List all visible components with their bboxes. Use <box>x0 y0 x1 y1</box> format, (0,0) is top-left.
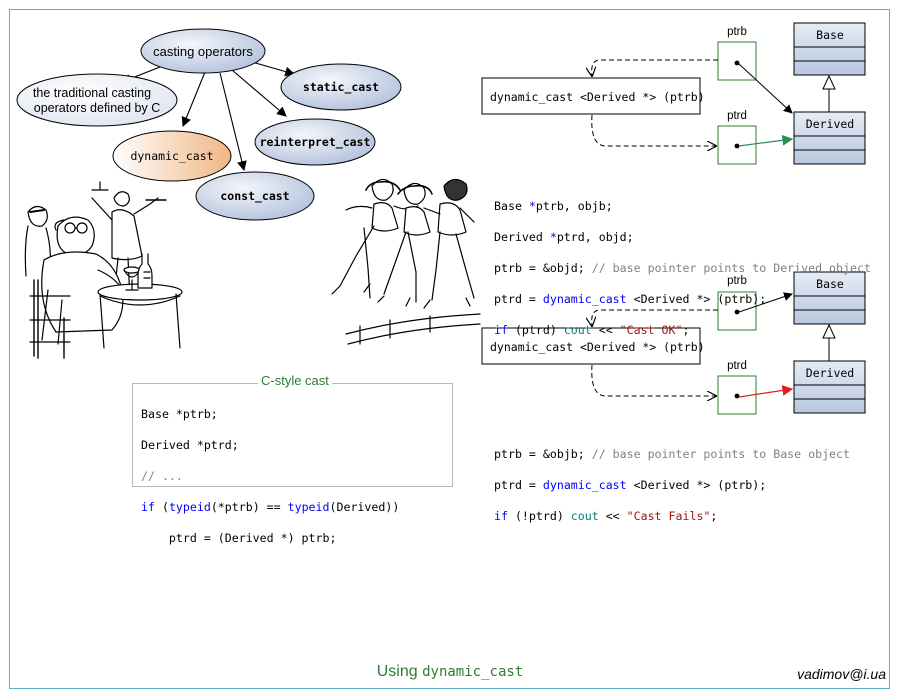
edge-to-reinterpret-cast <box>231 69 287 117</box>
bottom-ptrd-label: ptrd <box>727 360 747 372</box>
node-reinterpret-cast <box>254 118 376 166</box>
bottom-ptrb-label: ptrb <box>727 275 747 287</box>
top-ptrb-arrow <box>738 63 793 114</box>
bottom-base-label: Base <box>816 277 844 291</box>
cstyle-code-line-4: if (typeid(*ptrb) == typeid(Derived)) <box>141 500 400 515</box>
top-cast-box-label: dynamic_cast <Derived *> (ptrb) <box>490 90 705 104</box>
node-casting-operators <box>140 28 266 74</box>
bottom-cast-box <box>481 327 701 365</box>
node-static-cast <box>280 63 402 111</box>
diner-illustration <box>24 181 183 359</box>
page-caption: Using dynamic_cast <box>376 663 524 680</box>
cstyle-code-line-3: // ... <box>141 468 183 483</box>
bottom-code-line-1: ptrb = &objb; // base pointer points to … <box>494 446 850 461</box>
top-ptrd-dot <box>734 143 740 149</box>
top-code-line-5: if (ptrd) cout << "Cast OK"; <box>494 323 690 338</box>
node-reinterpret-cast-label: reinterpret_cast <box>260 135 371 150</box>
bottom-code-line-3: if (!ptrd) cout << "Cast Fails"; <box>494 508 718 523</box>
top-base-label: Base <box>816 28 844 42</box>
bottom-derived-label: Derived <box>806 366 854 380</box>
top-cast-box <box>481 77 701 115</box>
bottom-ptrd-dot <box>734 393 740 399</box>
cstyle-code-line-1: Base *ptrb; <box>141 406 218 421</box>
bottom-inheritance-arrow <box>822 323 836 339</box>
top-uml-diagram: dynamic_cast <Derived *> (ptrb) ptrb ptr… <box>481 22 866 165</box>
bottom-ptrd-arrow-fail <box>738 385 794 398</box>
bottom-code-block: ptrb = &objb; // base pointer points to … <box>494 431 850 540</box>
bottom-ptrb-dot <box>734 309 740 315</box>
bottom-cast-box-label: dynamic_cast <Derived *> (ptrb) <box>490 340 705 354</box>
top-dashed-to-ptrd <box>591 114 716 146</box>
mindmap: casting operators the traditional castin… <box>16 28 402 221</box>
bottom-base-class <box>793 271 866 325</box>
top-code-line-3: ptrb = &objd; // base pointer points to … <box>494 260 871 275</box>
top-code-block: Base *ptrb, objb; Derived *ptrd, objd; p… <box>494 183 871 355</box>
cstyle-code-line-2: Derived *ptrd; <box>141 437 239 452</box>
top-code-line-1: Base *ptrb, objb; <box>494 198 613 213</box>
dancers-illustration <box>331 178 481 345</box>
node-dynamic-cast <box>112 130 232 182</box>
cstyle-title: C-style cast <box>258 373 332 388</box>
edge-to-const-cast <box>219 72 247 172</box>
bottom-uml-diagram: dynamic_cast <Derived *> (ptrb) ptrb ptr… <box>481 271 866 415</box>
bottom-dashed-to-ptrd <box>591 364 716 396</box>
top-code-line-4: ptrd = dynamic_cast <Derived *> (ptrb); <box>494 292 767 307</box>
node-traditional-line1: the traditional casting <box>33 86 151 100</box>
cstyle-code-block: Base *ptrb; Derived *ptrd; // ... if (ty… <box>141 391 399 563</box>
page-frame <box>9 9 890 689</box>
top-base-class <box>793 22 866 76</box>
node-const-cast <box>195 171 315 221</box>
top-derived-label: Derived <box>806 117 854 131</box>
edge-to-dynamic-cast <box>181 71 206 128</box>
top-ptrd-label: ptrd <box>727 110 747 122</box>
cstyle-code-line-5: ptrd = (Derived *) ptrb; <box>141 531 337 546</box>
node-static-cast-label: static_cast <box>303 80 379 95</box>
top-ptrb-dot <box>734 60 740 66</box>
top-dashed-from-ptrb <box>592 59 718 76</box>
edge-to-static-cast <box>251 61 296 77</box>
top-inheritance-arrow <box>822 74 836 90</box>
node-traditional <box>16 73 178 127</box>
node-dynamic-cast-label: dynamic_cast <box>130 149 213 163</box>
top-ptrb-label: ptrb <box>727 26 747 38</box>
top-derived-class <box>793 111 866 165</box>
bottom-code-line-2: ptrd = dynamic_cast <Derived *> (ptrb); <box>494 477 767 492</box>
node-const-cast-label: const_cast <box>220 189 289 204</box>
top-ptrd-arrow-ok <box>738 134 794 147</box>
top-code-line-2: Derived *ptrd, objd; <box>494 229 634 244</box>
bottom-ptrb-arrow <box>738 292 793 313</box>
node-traditional-line2: operators defined by C <box>34 101 160 115</box>
node-casting-operators-label: casting operators <box>153 44 253 59</box>
author-signature: vadimov@i.ua <box>797 666 886 682</box>
